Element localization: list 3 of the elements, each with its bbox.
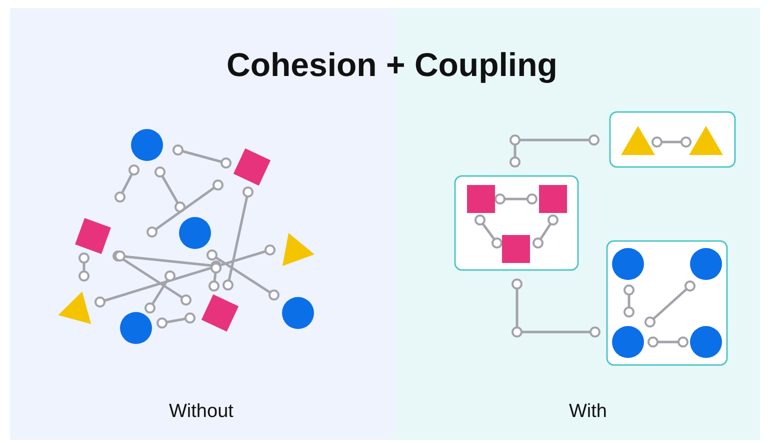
panel-label: With xyxy=(569,401,607,423)
title: Cohesion + Coupling xyxy=(226,46,558,84)
panel-label: Without xyxy=(169,401,234,423)
